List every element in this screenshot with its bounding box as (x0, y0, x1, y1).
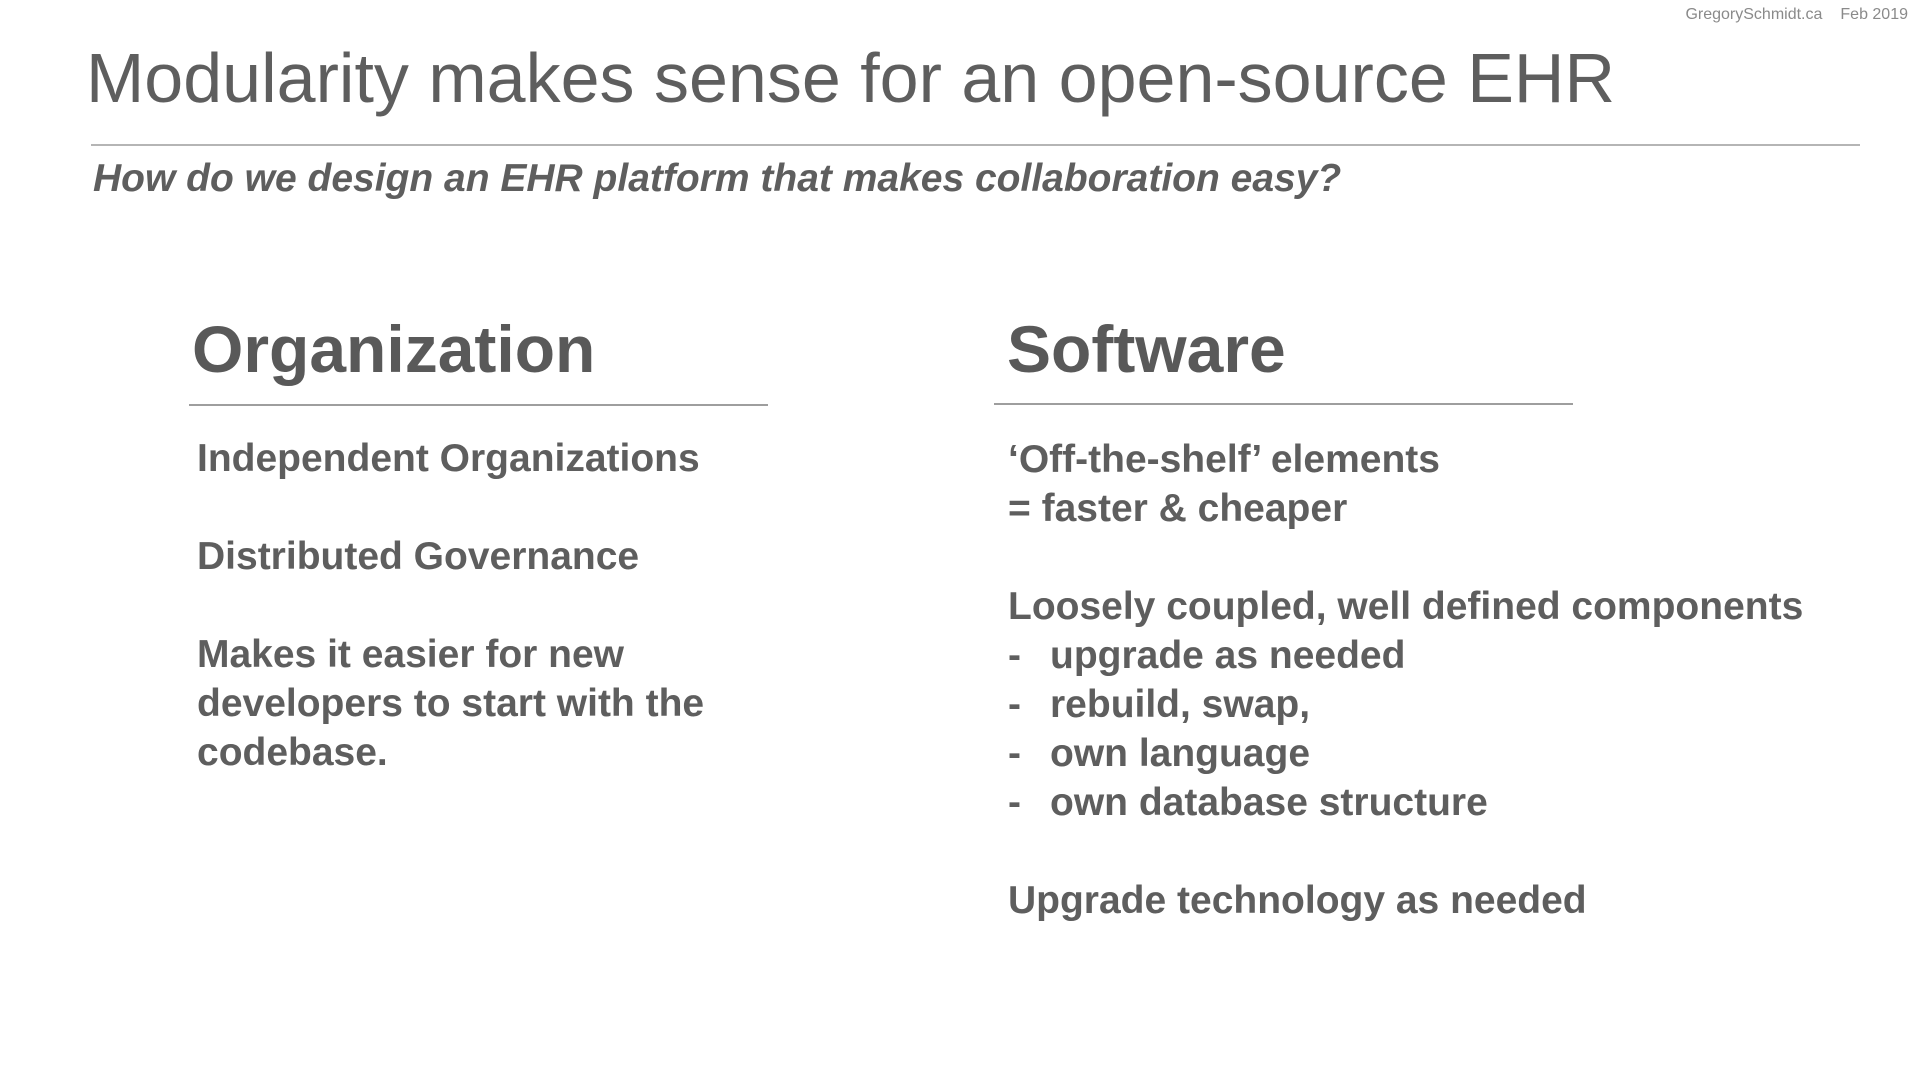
software-bullet: - upgrade as needed (1008, 631, 1803, 680)
spacer (1008, 533, 1803, 582)
slide-footer-meta: GregorySchmidt.ca Feb 2019 (1685, 6, 1908, 24)
software-line: = faster & cheaper (1008, 487, 1348, 530)
spacer (197, 581, 704, 630)
organization-item: Distributed Governance (197, 535, 640, 578)
organization-item: developers to start with the (197, 682, 705, 725)
site-name: GregorySchmidt.ca (1685, 6, 1823, 23)
software-line: Loosely coupled, well defined components (1008, 585, 1804, 628)
slide-title: Modularity makes sense for an open-sourc… (86, 39, 1616, 117)
spacer (1008, 827, 1803, 876)
organization-heading: Organization (192, 312, 596, 386)
software-bullet: - own database structure (1008, 778, 1803, 827)
spacer (197, 483, 704, 532)
software-bullet: - rebuild, swap, (1008, 680, 1803, 729)
organization-item: codebase. (197, 731, 388, 774)
software-divider (994, 403, 1573, 405)
organization-divider (189, 404, 768, 406)
software-line: ‘Off-the-shelf’ elements (1008, 438, 1440, 481)
organization-list: Independent Organizations Distributed Go… (197, 434, 704, 777)
software-line: Upgrade technology as needed (1008, 879, 1587, 922)
title-divider (91, 144, 1860, 146)
software-heading: Software (1007, 312, 1286, 386)
bullet-dash: - (1008, 732, 1021, 775)
bullet-text: own language (1050, 732, 1311, 775)
organization-item: Independent Organizations (197, 437, 700, 480)
bullet-text: own database structure (1050, 781, 1488, 824)
bullet-text: rebuild, swap, (1050, 683, 1311, 726)
slide-subtitle: How do we design an EHR platform that ma… (93, 157, 1342, 200)
bullet-dash: - (1008, 781, 1021, 824)
bullet-dash: - (1008, 683, 1021, 726)
slide-date: Feb 2019 (1840, 6, 1908, 23)
organization-item: Makes it easier for new (197, 633, 625, 676)
bullet-dash: - (1008, 634, 1021, 677)
software-list: ‘Off-the-shelf’ elements = faster & chea… (1008, 435, 1803, 925)
software-bullet: - own language (1008, 729, 1803, 778)
bullet-text: upgrade as needed (1050, 634, 1406, 677)
